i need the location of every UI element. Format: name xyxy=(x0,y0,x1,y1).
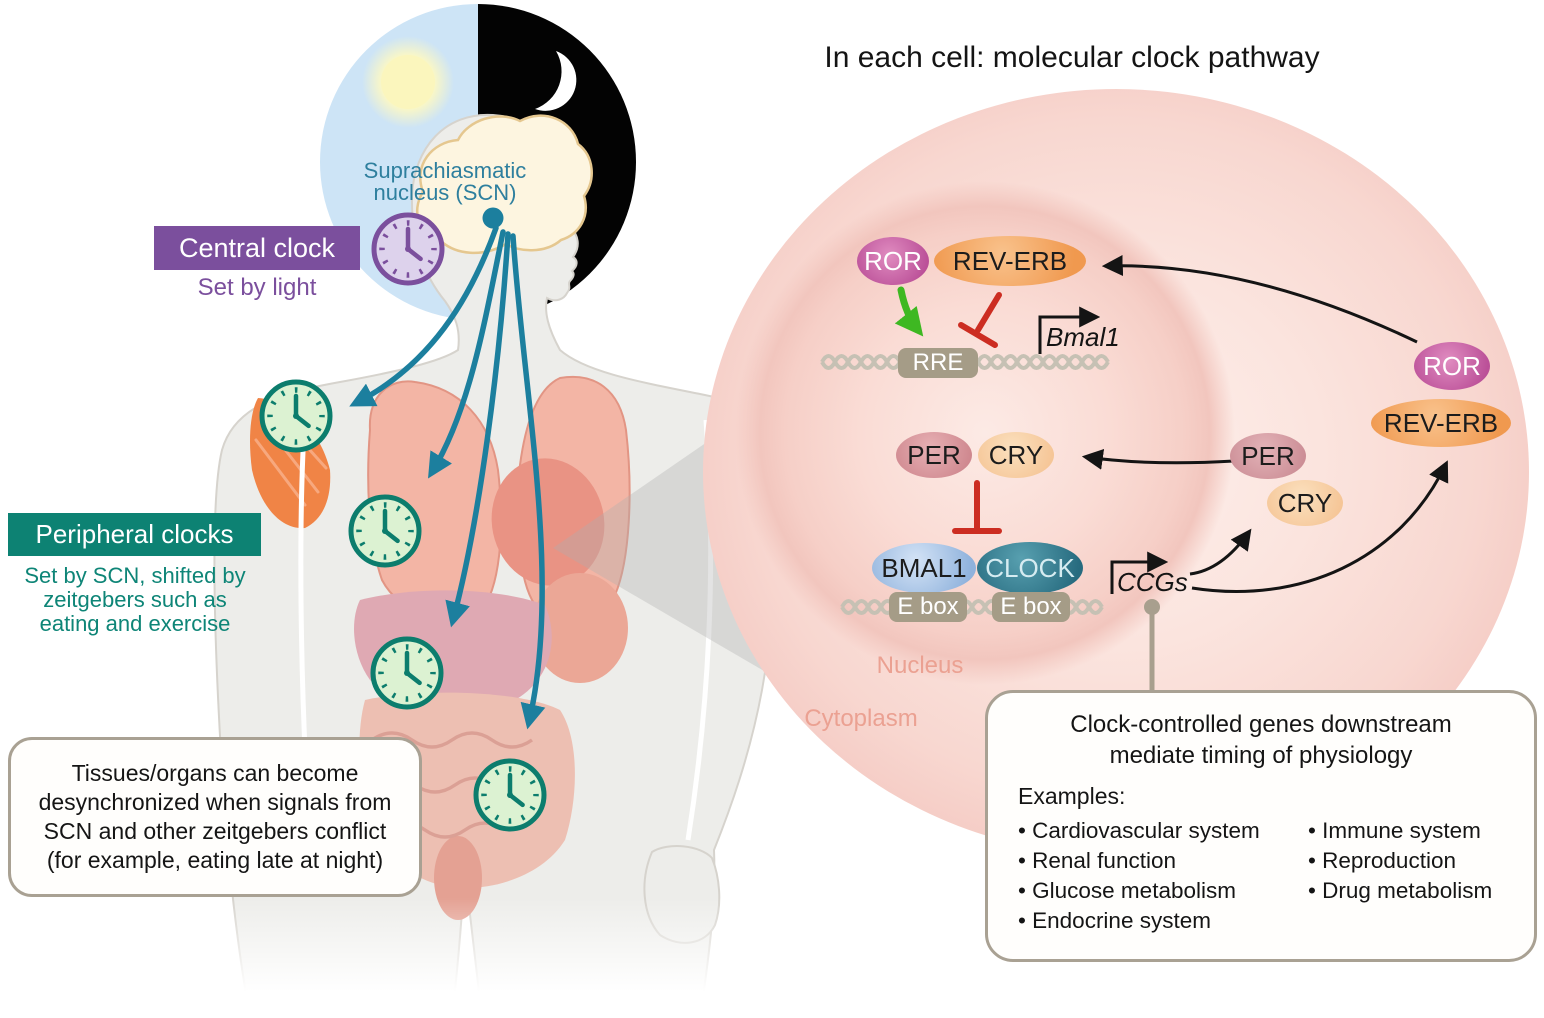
body-bottom-fade xyxy=(0,898,810,1018)
moon-icon xyxy=(535,51,577,111)
gene-label-bmal1: Bmal1 xyxy=(1046,321,1120,352)
stomach xyxy=(532,573,628,683)
central-clock-subtitle: Set by light xyxy=(197,274,317,301)
cell-pathway-title: In each cell: molecular clock pathway xyxy=(824,41,1320,74)
gene-element-ebox-2: E box xyxy=(992,592,1070,622)
nucleus-label: Nucleus xyxy=(876,652,964,679)
ccg-callout-title: Clock-controlled genes downstream mediat… xyxy=(1070,711,1452,769)
ccg-examples-label: Examples: xyxy=(1018,783,1126,809)
list-item: Renal function xyxy=(1018,846,1308,876)
ccgs-callout-connector xyxy=(1144,599,1160,694)
gene-element-rre: RRE xyxy=(898,348,978,378)
bmal1-promoter-arrow xyxy=(1038,306,1101,354)
protein-ror-nucleus: ROR xyxy=(857,237,929,285)
protein-cry-nucleus: CRY xyxy=(978,432,1054,478)
arrow-ror-to-reverb-top xyxy=(1101,255,1418,344)
peripheral-clocks-header: Peripheral clocks xyxy=(8,513,261,556)
feedback-arrows xyxy=(1081,255,1449,593)
activation-arrow-green xyxy=(894,286,924,337)
central-clock-header: Central clock xyxy=(154,226,360,270)
peripheral-clock-icon-intestine xyxy=(476,761,544,829)
peripheral-clock-icon-muscle xyxy=(262,382,330,450)
list-item: Glucose metabolism xyxy=(1018,876,1308,906)
peripheral-clock-icon-liver xyxy=(373,639,441,707)
peripheral-clock-icon-lung xyxy=(351,497,419,565)
ccg-examples-right-column: Immune system Reproduction Drug metaboli… xyxy=(1308,816,1492,936)
gene-label-ccgs: CCGs xyxy=(1117,566,1188,597)
arrow-ccgs-to-reverb xyxy=(1191,460,1449,593)
protein-bmal1: BMAL1 xyxy=(872,543,976,593)
list-item: Reproduction xyxy=(1308,846,1492,876)
brain xyxy=(416,114,593,255)
ccg-examples-left-column: Cardiovascular system Renal function Glu… xyxy=(1018,816,1308,936)
ccgs-promoter-arrow xyxy=(1110,551,1169,594)
cytoplasm-label: Cytoplasm xyxy=(804,705,918,732)
ccg-callout: Clock-controlled genes downstream mediat… xyxy=(985,690,1537,962)
inhibition-bar-percry-bmal1 xyxy=(952,480,1002,534)
heart xyxy=(491,458,605,586)
nucleus-circle xyxy=(735,181,1235,685)
list-item: Endocrine system xyxy=(1018,906,1308,936)
protein-ror-cytoplasm: ROR xyxy=(1414,342,1490,390)
protein-per-cytoplasm: PER xyxy=(1230,433,1306,479)
list-item: Drug metabolism xyxy=(1308,876,1492,906)
arrow-per-into-nucleus xyxy=(1081,448,1235,470)
gene-element-ebox-1: E box xyxy=(889,592,967,622)
scn-output-arrows xyxy=(349,225,546,730)
list-item: Immune system xyxy=(1308,816,1492,846)
protein-cry-cytoplasm: CRY xyxy=(1267,480,1343,526)
promoter-arrows xyxy=(1038,306,1169,594)
protein-per-nucleus: PER xyxy=(896,432,972,478)
protein-clock: CLOCK xyxy=(977,542,1083,594)
inhibition-bar-reverb-rre xyxy=(958,292,1002,348)
scn-label: Suprachiasmatic nucleus (SCN) xyxy=(363,158,527,205)
peripheral-clocks-subtitle: Set by SCN, shifted by zeitgebers such a… xyxy=(24,563,246,636)
desynchronization-note: Tissues/organs can become desynchronized… xyxy=(8,737,422,897)
arrow-ccgs-to-cry xyxy=(1189,528,1252,576)
scn-node xyxy=(482,207,504,229)
list-item: Cardiovascular system xyxy=(1018,816,1308,846)
central-clock-icon xyxy=(371,212,445,286)
protein-reverb-nucleus: REV-ERB xyxy=(934,236,1086,286)
protein-reverb-cytoplasm: REV-ERB xyxy=(1371,399,1511,447)
